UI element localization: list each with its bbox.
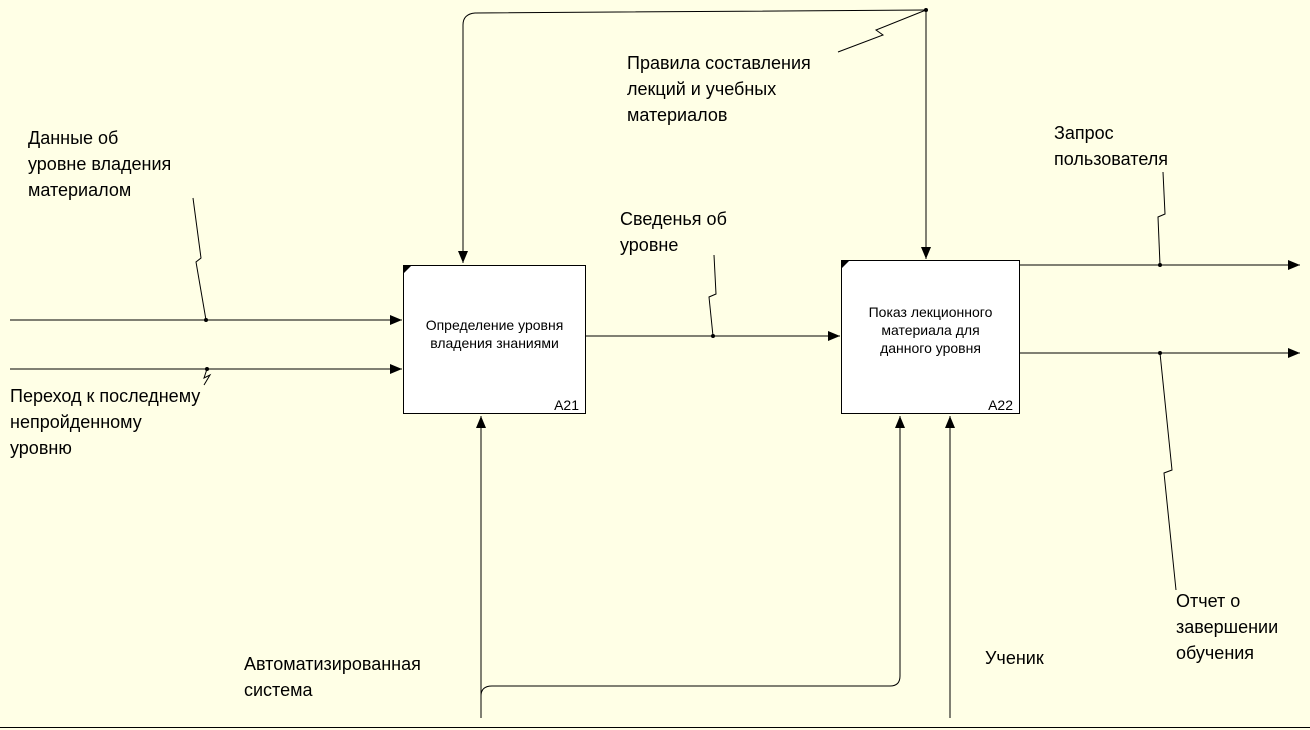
label-input-transition: Переход к последнему непройденному уровн… (10, 383, 200, 461)
junction-dot (1158, 263, 1162, 267)
leader-level-info (708, 254, 717, 337)
label-output-report: Отчет о завершении обучения (1176, 588, 1278, 666)
junction-dot (204, 318, 208, 322)
activity-title-line: материала для (881, 322, 980, 338)
label-line: Ученик (985, 648, 1044, 668)
label-mechanism-student: Ученик (985, 645, 1044, 671)
leader-rules (837, 9, 927, 53)
label-level-info: Сведенья об уровне (620, 206, 727, 258)
box-corner-mark (842, 261, 849, 268)
junction-dot (205, 367, 209, 371)
leader-input-transition (203, 368, 212, 386)
label-line: непройденному (10, 412, 142, 432)
label-line: уровне владения (28, 154, 172, 174)
node-number: A22 (988, 397, 1013, 413)
activity-title: Показ лекционного материала для данного … (842, 303, 1019, 357)
junction-dot (1158, 351, 1162, 355)
leader-input-data (192, 197, 207, 321)
activity-title: Определение уровня владения знаниями (404, 316, 585, 352)
bottom-border (0, 727, 1310, 728)
activity-title-line: данного уровня (880, 340, 981, 356)
label-line: Запрос (1054, 123, 1114, 143)
label-line: пользователя (1054, 149, 1168, 169)
label-mechanism-system: Автоматизированная система (244, 651, 421, 703)
label-line: Отчет о (1176, 591, 1241, 611)
arrow-control-rules (458, 9, 927, 263)
label-line: материалов (627, 105, 728, 125)
activity-title-line: владения знаниями (430, 335, 559, 351)
label-line: Сведенья об (620, 209, 727, 229)
label-line: Данные об (28, 128, 119, 148)
leader-request (1157, 171, 1166, 266)
node-number: A21 (554, 397, 579, 413)
arrow-mechanism-system-a22 (480, 416, 905, 697)
label-line: Правила составления (627, 53, 811, 73)
label-line: материалом (28, 180, 132, 200)
label-line: обучения (1176, 643, 1255, 663)
label-output-request: Запрос пользователя (1054, 120, 1168, 172)
activity-title-line: Показ лекционного (868, 304, 993, 320)
label-line: Автоматизированная (244, 654, 421, 674)
label-line: уровне (620, 235, 679, 255)
label-line: завершении (1176, 617, 1279, 637)
activity-box-a21[interactable]: Определение уровня владения знаниями A21 (403, 265, 586, 414)
box-corner-mark (404, 266, 411, 273)
label-input-data: Данные об уровне владения материалом (28, 125, 171, 203)
label-line: уровню (10, 438, 72, 458)
junction-dot (924, 8, 928, 12)
leader-report (1159, 352, 1177, 591)
label-line: система (244, 680, 313, 700)
label-line: Переход к последнему (10, 386, 201, 406)
label-line: лекций и учебных (627, 79, 777, 99)
activity-box-a22[interactable]: Показ лекционного материала для данного … (841, 260, 1020, 414)
activity-title-line: Определение уровня (425, 317, 564, 333)
label-control-rules: Правила составления лекций и учебных мат… (627, 50, 811, 128)
junction-dot (711, 334, 715, 338)
